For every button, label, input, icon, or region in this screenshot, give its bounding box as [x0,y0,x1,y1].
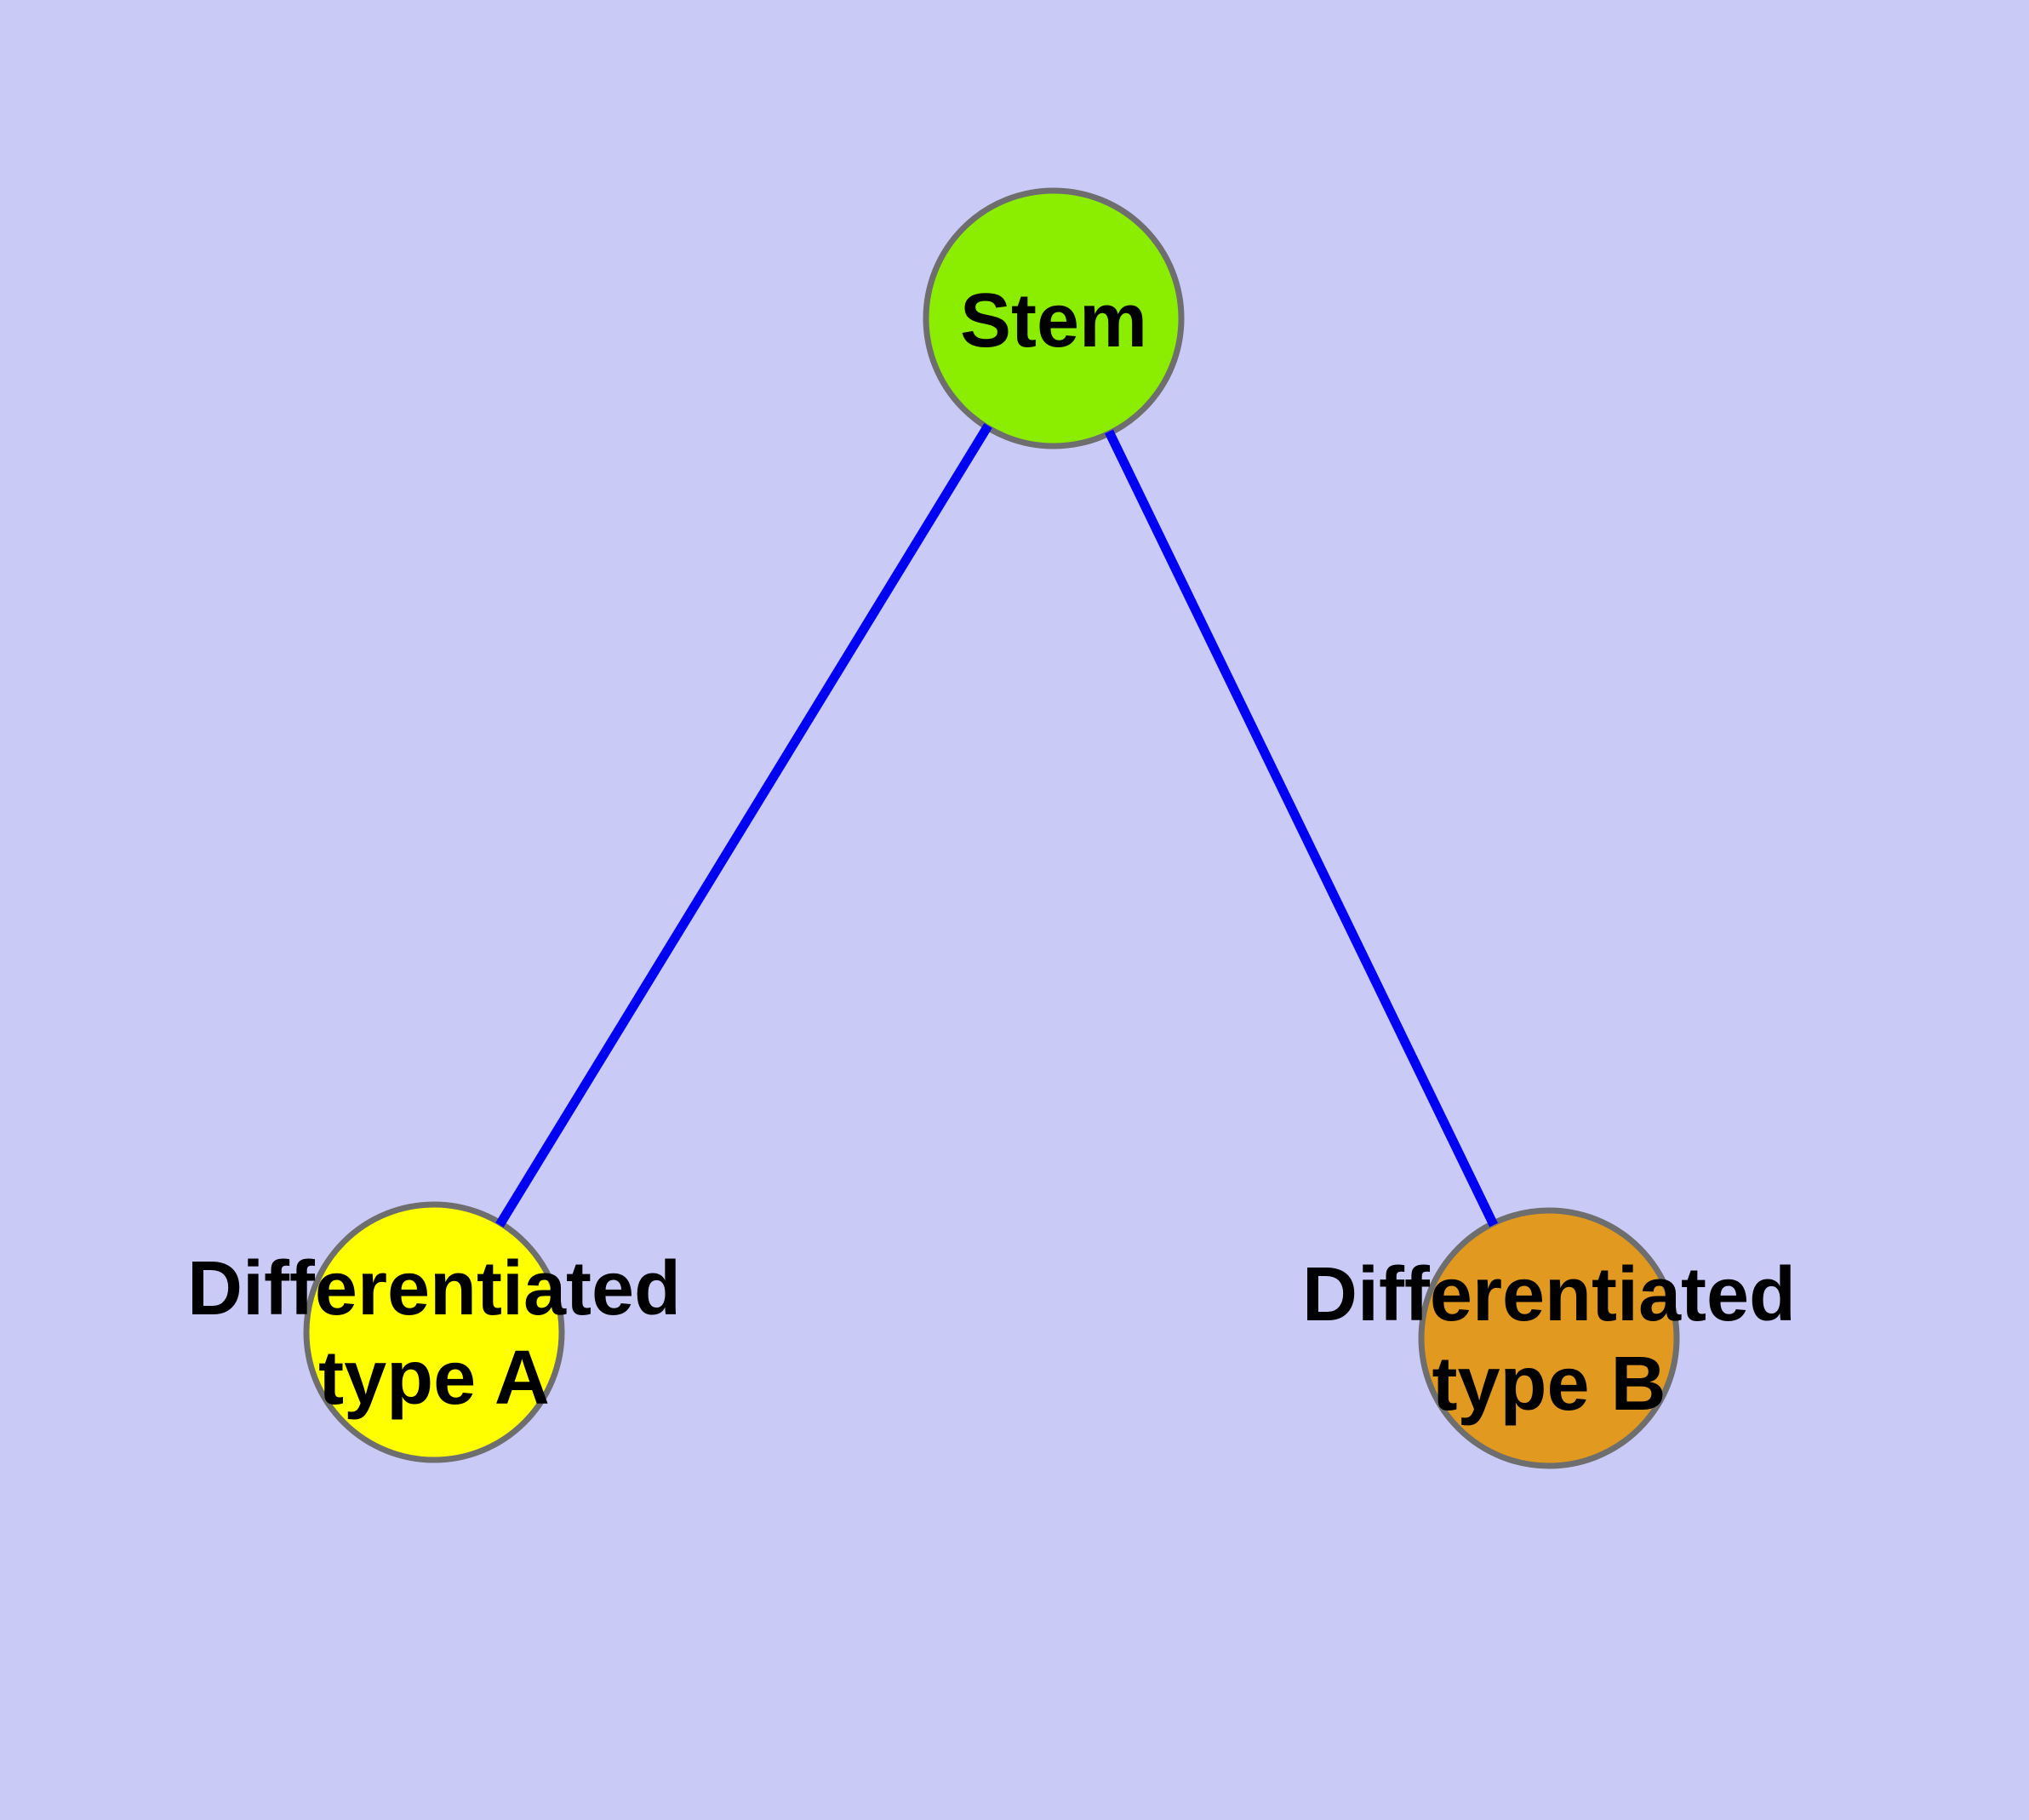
node-stem-label: Stem [960,278,1147,363]
edge-stem-to-type-a [495,423,992,1228]
node-type-a-label-line-1: Differentiated [187,1246,681,1331]
node-differentiated-type-b [1418,1207,1680,1469]
node-type-a-label-line-2: type A [318,1336,550,1421]
node-type-b-label-line-2: type B [1432,1342,1666,1427]
edge-stem-to-type-b [1105,429,1498,1228]
node-stem [923,187,1185,449]
node-type-b-label-line-1: Differentiated [1302,1252,1796,1337]
node-differentiated-type-a [303,1201,565,1463]
